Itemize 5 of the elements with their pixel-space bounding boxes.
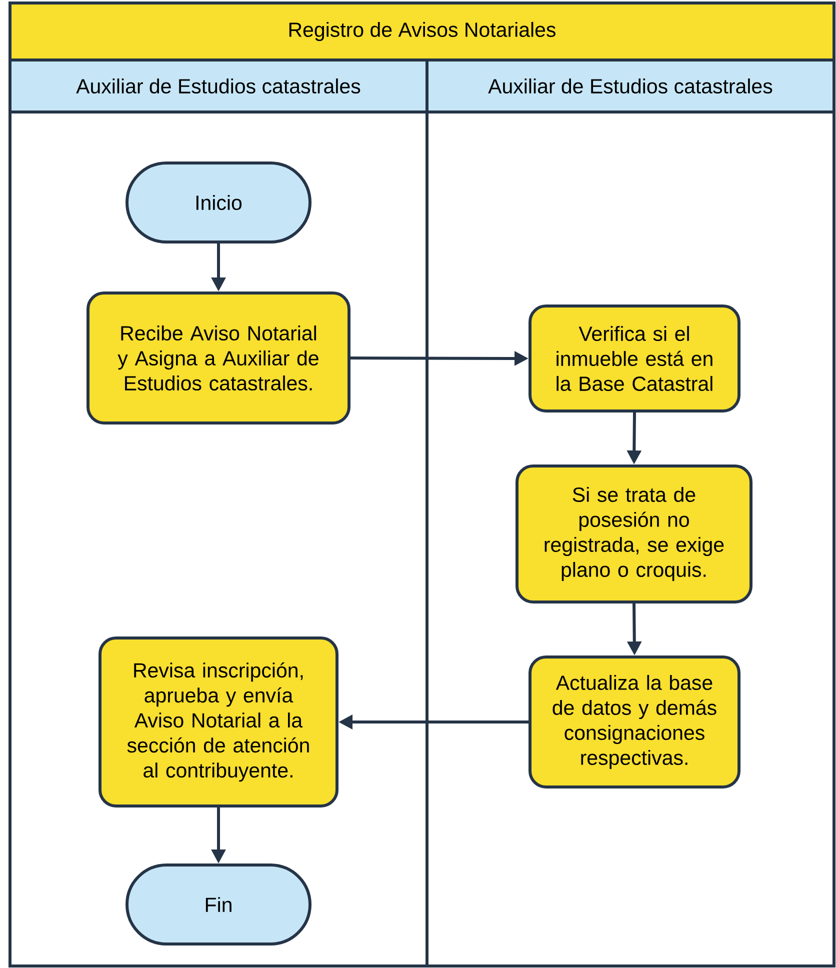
process-box: Revisa inscripción, aprueba y envía Aviso Notarial a la sección de atención al contribuyente. xyxy=(98,636,338,808)
process-box: Si se trata de posesión no registrada, se exige plano o croquis. xyxy=(516,464,752,604)
process-box: Actualiza la base de datos y demás consignaciones respectivas. xyxy=(528,656,740,788)
process-box: Recibe Aviso Notarial y Asigna a Auxiliar de Estudios catastrales. xyxy=(86,292,350,424)
process-box: Verifica si el inmueble está en la Base Catastral xyxy=(528,304,740,412)
